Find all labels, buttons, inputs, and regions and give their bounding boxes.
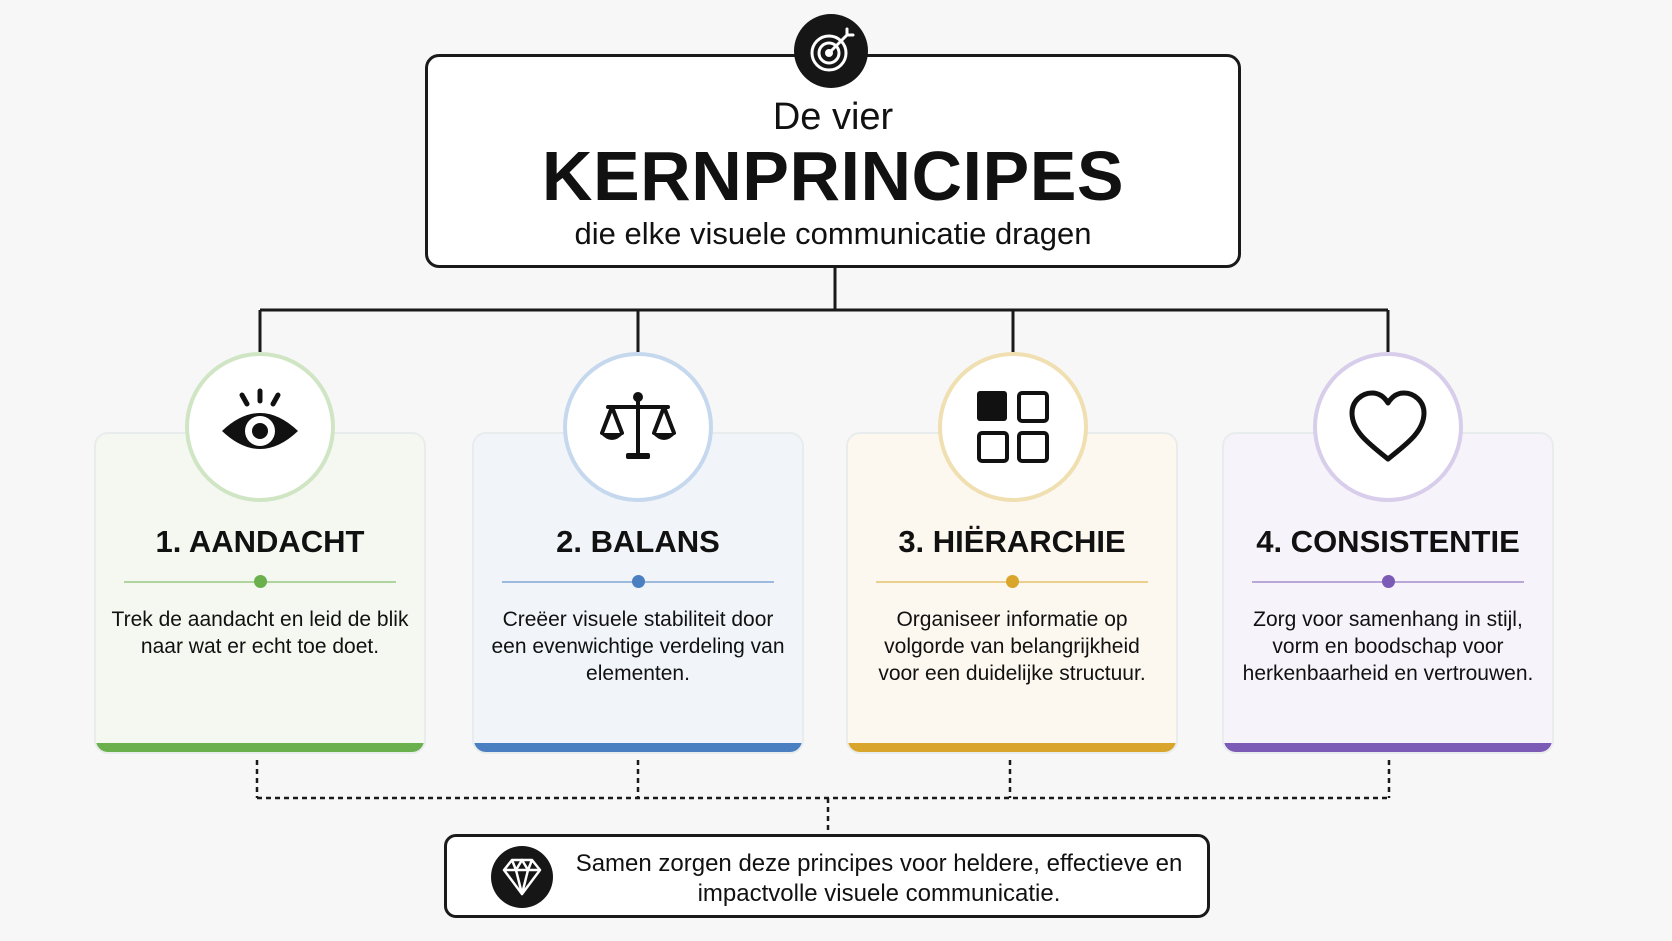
principle-icon-circle-aandacht — [185, 352, 335, 502]
principle-accent-bar — [848, 743, 1176, 752]
footer-badge — [491, 846, 553, 908]
principle-description: Organiseer informatie op volgorde van be… — [878, 608, 1146, 685]
footer-summary-text: Samen zorgen deze principes voor heldere… — [575, 850, 1183, 907]
eye-icon — [222, 388, 298, 449]
principle-dot — [1006, 575, 1019, 588]
principle-description: Zorg voor samenhang in stijl, vorm en bo… — [1242, 608, 1534, 685]
principle-card-consistentie: 4. CONSISTENTIE Zorg voor samenhang in s… — [1222, 432, 1554, 754]
grid-icon — [977, 391, 1049, 463]
heart-icon — [1349, 390, 1427, 462]
principle-description: Creëer visuele stabiliteit door een even… — [491, 608, 785, 685]
principle-card-balans: 2. BALANS Creëer visuele stabiliteit doo… — [472, 432, 804, 754]
title-subtitle: die elke visuele communicatie dragen — [574, 216, 1092, 251]
principle-icon-circle-hierarchie — [938, 352, 1088, 502]
principle-accent-bar — [96, 743, 424, 752]
page-title: KERNPRINCIPES — [541, 137, 1125, 215]
principle-title: 3. HIËRARCHIE — [898, 524, 1126, 559]
principle-dot — [632, 575, 645, 588]
target-icon — [810, 27, 855, 72]
principle-title: 1. AANDACHT — [155, 524, 365, 559]
scale-icon — [600, 392, 676, 459]
principle-icon-circle-balans — [563, 352, 713, 502]
principle-icon-circle-consistentie — [1313, 352, 1463, 502]
principle-accent-bar — [474, 743, 802, 752]
diamond-icon — [502, 858, 542, 896]
principle-dot — [1382, 575, 1395, 588]
principle-description: Trek de aandacht en leid de blik naar wa… — [111, 608, 409, 658]
principle-title: 2. BALANS — [556, 524, 720, 559]
principle-accent-bar — [1224, 743, 1552, 752]
footer-summary-box: Samen zorgen deze principes voor heldere… — [444, 834, 1210, 918]
target-badge — [794, 14, 868, 88]
title-pre: De vier — [772, 96, 894, 138]
principle-dot — [254, 575, 267, 588]
principle-title: 4. CONSISTENTIE — [1256, 524, 1520, 559]
